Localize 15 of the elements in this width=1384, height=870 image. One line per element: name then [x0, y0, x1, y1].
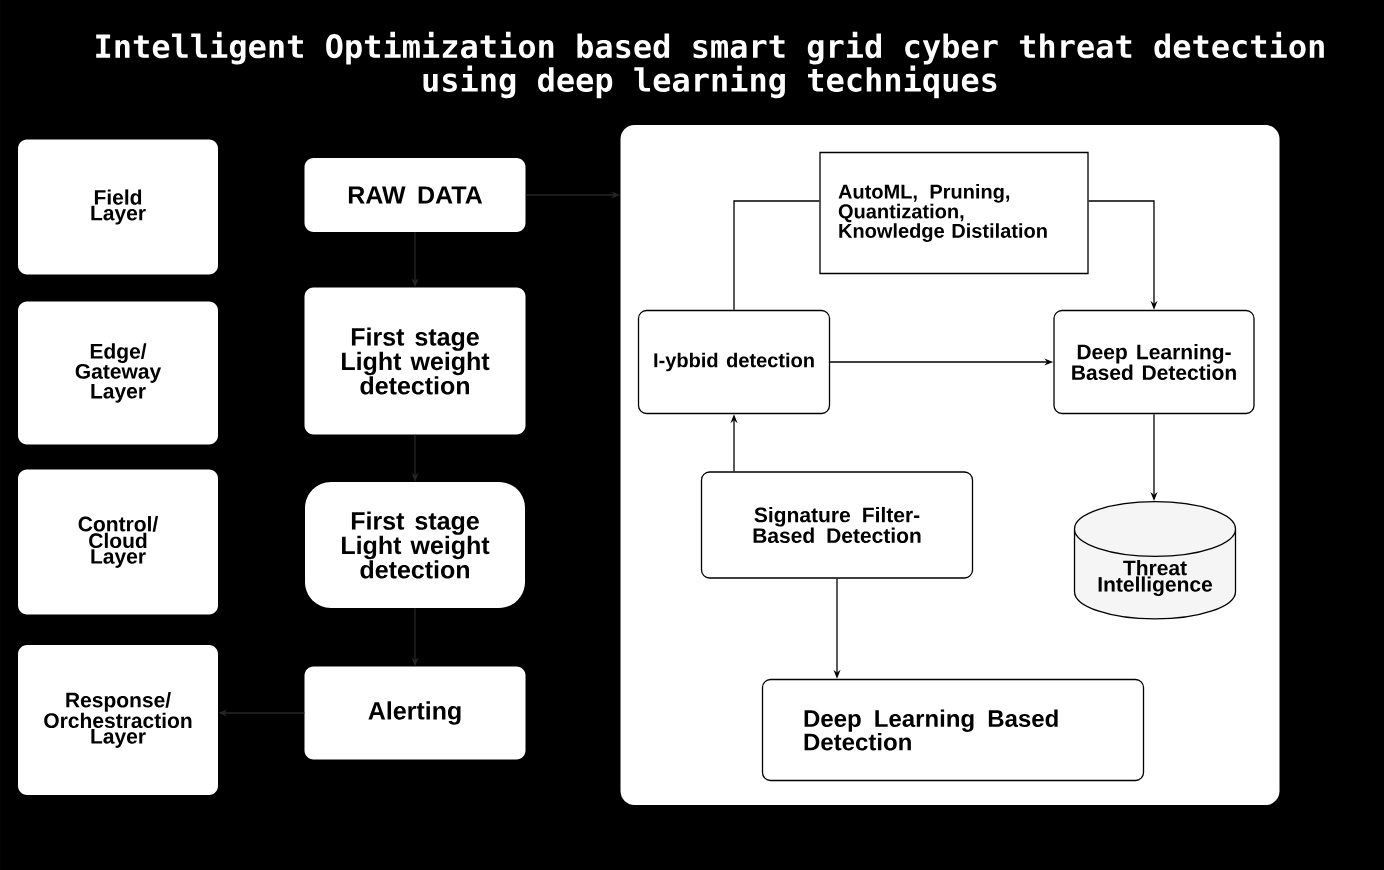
process-box: I-ybbid detection	[637, 309, 831, 415]
process-box: First stage Light weight detection	[305, 482, 525, 608]
process-box: Deep Learning- Based Detection	[1053, 309, 1255, 415]
title: Intelligent Optimization based smart grid cyber threat detection using deep learning techniques	[96, 31, 1324, 99]
process-box: First stage Light weight detection	[304, 287, 526, 435]
process-box: RAW DATA	[304, 158, 526, 232]
process-box: Deep Learning Based Detection	[761, 678, 1145, 782]
layer-box: Field Layer	[18, 139, 218, 275]
layer-box: Edge/ Gateway Layer	[18, 301, 218, 445]
layer-box: Control/ Cloud Layer	[18, 469, 218, 615]
database-cylinder: Threat Intelligence	[1073, 501, 1237, 620]
process-box: Alerting	[304, 666, 526, 760]
layer-box: Response/ Orchestraction Layer	[18, 645, 218, 795]
process-box: Signature Filter-Based Detection	[700, 471, 974, 579]
process-box: AutoML, Pruning, Quantization, Knowledge Distilation	[819, 151, 1089, 275]
